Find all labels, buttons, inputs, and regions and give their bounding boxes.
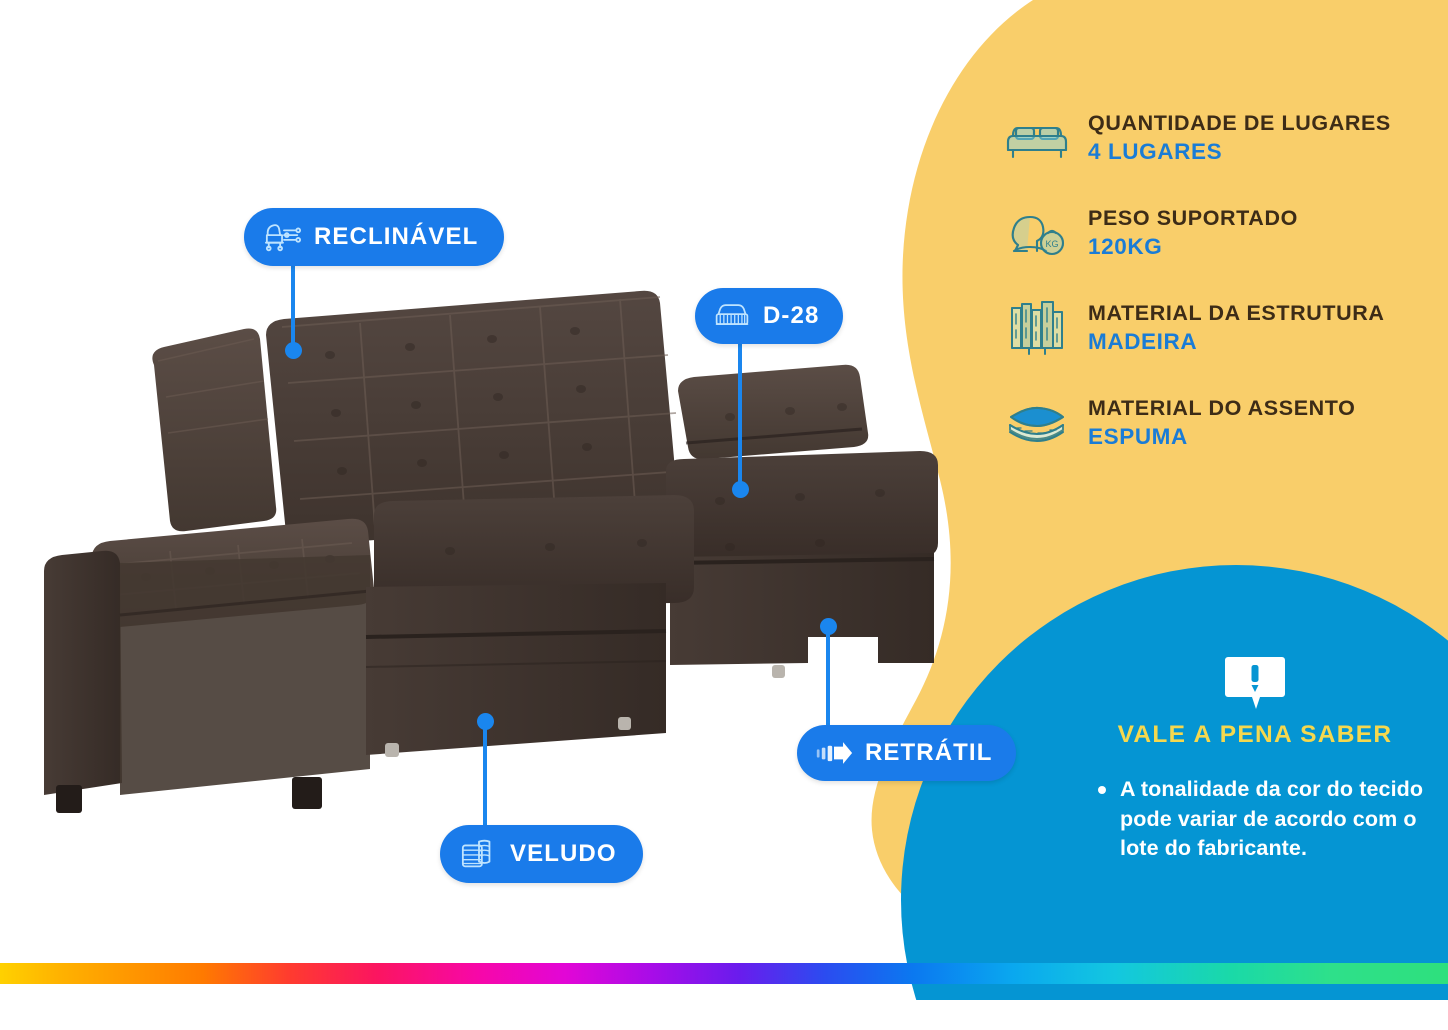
spec-label: PESO SUPORTADO	[1088, 205, 1298, 230]
feature-pill-label: D-28	[763, 302, 820, 329]
spec-row-assento: MATERIAL DO ASSENTO ESPUMA	[1002, 393, 1432, 455]
connector-line-veludo	[483, 720, 487, 832]
person-weight-icon: KG	[1002, 203, 1072, 265]
know-panel-bullets: A tonalidade da cor do tecido pode varia…	[1062, 775, 1448, 864]
recliner-icon	[264, 220, 302, 254]
connector-dot-d28	[732, 481, 749, 498]
feature-pill-veludo[interactable]: VELUDO	[440, 825, 643, 883]
spec-row-lugares: QUANTIDADE DE LUGARES 4 LUGARES	[1002, 108, 1432, 170]
spec-value: 4 LUGARES	[1088, 139, 1223, 165]
connector-line-d28	[738, 344, 742, 489]
feature-pill-label: RECLINÁVEL	[314, 223, 479, 250]
connector-dot-retratil	[820, 618, 837, 635]
feature-pill-label: RETRÁTIL	[865, 739, 993, 766]
feature-pill-retratil[interactable]: RETRÁTIL	[797, 725, 1017, 781]
know-panel-title: VALE A PENA SABER	[1117, 721, 1393, 748]
rainbow-footer-bar	[0, 963, 1448, 984]
alert-callout-icon	[1224, 655, 1286, 713]
feature-pill-reclinavel[interactable]: RECLINÁVEL	[244, 208, 505, 266]
spec-list: QUANTIDADE DE LUGARES 4 LUGARES KG PESO	[1002, 108, 1432, 488]
fabric-icon	[460, 837, 498, 871]
spec-label: MATERIAL DO ASSENTO	[1088, 395, 1356, 420]
spec-value: 120KG	[1088, 234, 1163, 260]
product-photo-sofa	[30, 265, 960, 835]
wood-planks-icon	[1002, 298, 1072, 360]
arrow-right-icon	[815, 736, 853, 770]
connector-dot-veludo	[477, 713, 494, 730]
connector-line-reclinavel	[291, 264, 295, 350]
connector-dot-reclinavel	[285, 342, 302, 359]
spec-label: QUANTIDADE DE LUGARES	[1088, 110, 1391, 135]
feature-pill-label: VELUDO	[510, 840, 617, 867]
sofa-icon	[1002, 108, 1072, 170]
spec-label: MATERIAL DA ESTRUTURA	[1088, 300, 1385, 325]
spec-value: MADEIRA	[1088, 329, 1198, 355]
know-bullet-item: A tonalidade da cor do tecido pode varia…	[1098, 775, 1426, 864]
svg-text:KG: KG	[1045, 239, 1058, 249]
spec-row-peso: KG PESO SUPORTADO 120KG	[1002, 203, 1432, 265]
spec-value: ESPUMA	[1088, 424, 1188, 450]
spec-row-estrutura: MATERIAL DA ESTRUTURA MADEIRA	[1002, 298, 1432, 360]
vale-a-pena-saber-panel: VALE A PENA SABER A tonalidade da cor do…	[1062, 655, 1448, 864]
mattress-icon	[713, 299, 751, 333]
foam-layers-icon	[1002, 393, 1072, 455]
feature-pill-d28[interactable]: D-28	[695, 288, 844, 344]
connector-line-retratil	[826, 625, 830, 737]
blue-panel-shape	[901, 565, 1448, 1000]
